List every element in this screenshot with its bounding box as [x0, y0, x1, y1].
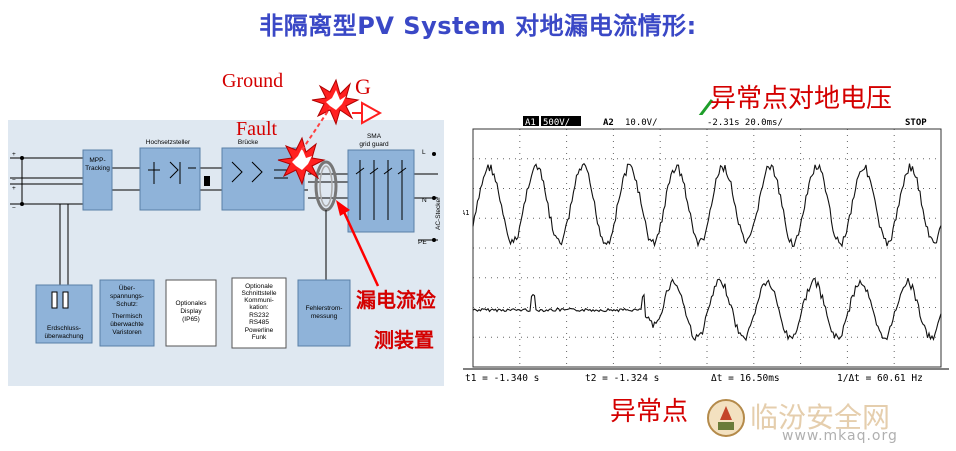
- page-title: 非隔离型PV System 对地漏电流情形:: [259, 12, 697, 40]
- mpp-label-1: MPP-: [89, 157, 105, 164]
- ac-stecker-label: AC-Stecker: [435, 196, 442, 230]
- iface-label-8: Funk: [252, 334, 267, 341]
- oscilloscope-capture: A1 500V/ A2 10.0V/ -2.31s 20.0ms/ STOP A…: [461, 115, 949, 386]
- watermark-url: www.mkaq.org: [782, 428, 898, 444]
- a2-scale: 10.0V/: [625, 118, 658, 128]
- surge-label-3: Schutz:: [116, 301, 138, 308]
- abnormal-current-label: 异常点: [610, 397, 689, 427]
- fault-current-label-2: messung: [311, 313, 338, 320]
- fault-label: Fault: [236, 118, 278, 140]
- erdschluss-label-1: Erdschluss-: [47, 325, 81, 332]
- leak-detector-label-1: 漏电流检: [356, 288, 436, 312]
- bruecke-label: Brücke: [238, 139, 259, 146]
- iface-label-6: RS485: [249, 319, 269, 326]
- scope-grid: [473, 129, 941, 367]
- oscilloscope-svg: A1 500V/ A2 10.0V/ -2.31s 20.0ms/ STOP A…: [461, 116, 949, 384]
- surge-label-4: Thermisch: [112, 313, 143, 320]
- timebase: -2.31s 20.0ms/: [707, 118, 783, 128]
- iface-label-7: Powerline: [245, 327, 274, 334]
- sma-grid-guard-block: [347, 149, 415, 233]
- a2-tag: A2: [603, 118, 614, 128]
- fault-current-block: [297, 279, 351, 347]
- scope-status: STOP: [905, 118, 927, 128]
- ground-symbol-icon: [361, 101, 383, 125]
- terminal-pe: PE: [418, 239, 427, 246]
- terminal-minus-2: −: [12, 205, 16, 212]
- sma-label-1: SMA: [367, 133, 382, 140]
- a1-tag: A1: [525, 118, 536, 128]
- terminal-plus-2: +: [12, 185, 16, 192]
- a1-scale: 500V/: [543, 118, 570, 128]
- display-block: [165, 279, 217, 347]
- fault-current-label-1: Fehlerstrom-: [306, 305, 343, 312]
- watermark-text: 临汾安全网: [750, 401, 891, 434]
- sensor-arrow-icon: [336, 200, 350, 216]
- terminal-minus-1: −: [12, 177, 16, 184]
- surge-label-5: überwachte: [110, 321, 144, 328]
- terminal-n: N: [422, 197, 427, 204]
- cursor-inv-dt: 1/Δt = 60.61 Hz: [837, 373, 923, 384]
- g-label: G: [355, 74, 371, 99]
- watermark-logo-icon: [707, 399, 745, 437]
- channel-marker: A1: [463, 209, 469, 217]
- display-label-1: Optionales: [175, 300, 207, 307]
- cursor-t1: t1 = -1.340 s: [465, 373, 539, 384]
- surge-label-6: Varistoren: [112, 329, 142, 336]
- iface-label-1: Optionale: [245, 283, 273, 290]
- ground-label: Ground: [222, 70, 284, 92]
- leak-detector-label-2: 测装置: [374, 328, 434, 352]
- cursor-dt: Δt = 16.50ms: [711, 373, 780, 384]
- trace-a1: [472, 162, 942, 248]
- mpp-tracking-block: [82, 149, 113, 211]
- iface-label-2: Schnittstelle: [241, 290, 276, 297]
- display-label-3: (IP65): [182, 316, 200, 323]
- mpp-label-2: Tracking: [85, 165, 110, 172]
- iface-label-3: Kommuni-: [244, 297, 274, 304]
- surge-protection-block: [99, 279, 155, 347]
- terminal-l: L: [422, 149, 426, 156]
- surge-label-2: spannungs-: [110, 293, 144, 300]
- boost-converter-block: [139, 147, 201, 211]
- surge-label-1: Über-: [119, 284, 135, 292]
- cursor-t2: t2 = -1.324 s: [585, 373, 659, 384]
- trace-a2: [472, 277, 942, 342]
- abnormal-voltage-label: 异常点对地电压: [710, 84, 893, 114]
- pv-inverter-block-diagram: MPP- Tracking Hochsetzsteller Brücke SMA…: [8, 120, 444, 386]
- iface-label-5: RS232: [249, 312, 269, 319]
- interface-block: [231, 277, 287, 349]
- erdschluss-label-2: überwachung: [44, 333, 83, 340]
- display-label-2: Display: [180, 308, 202, 315]
- diagram-svg: MPP- Tracking Hochsetzsteller Brücke SMA…: [8, 120, 444, 386]
- sma-label-2: grid guard: [359, 141, 389, 148]
- terminal-plus-1: +: [12, 151, 16, 158]
- hochsetz-label: Hochsetzsteller: [146, 139, 191, 146]
- iface-label-4: kation:: [249, 304, 268, 311]
